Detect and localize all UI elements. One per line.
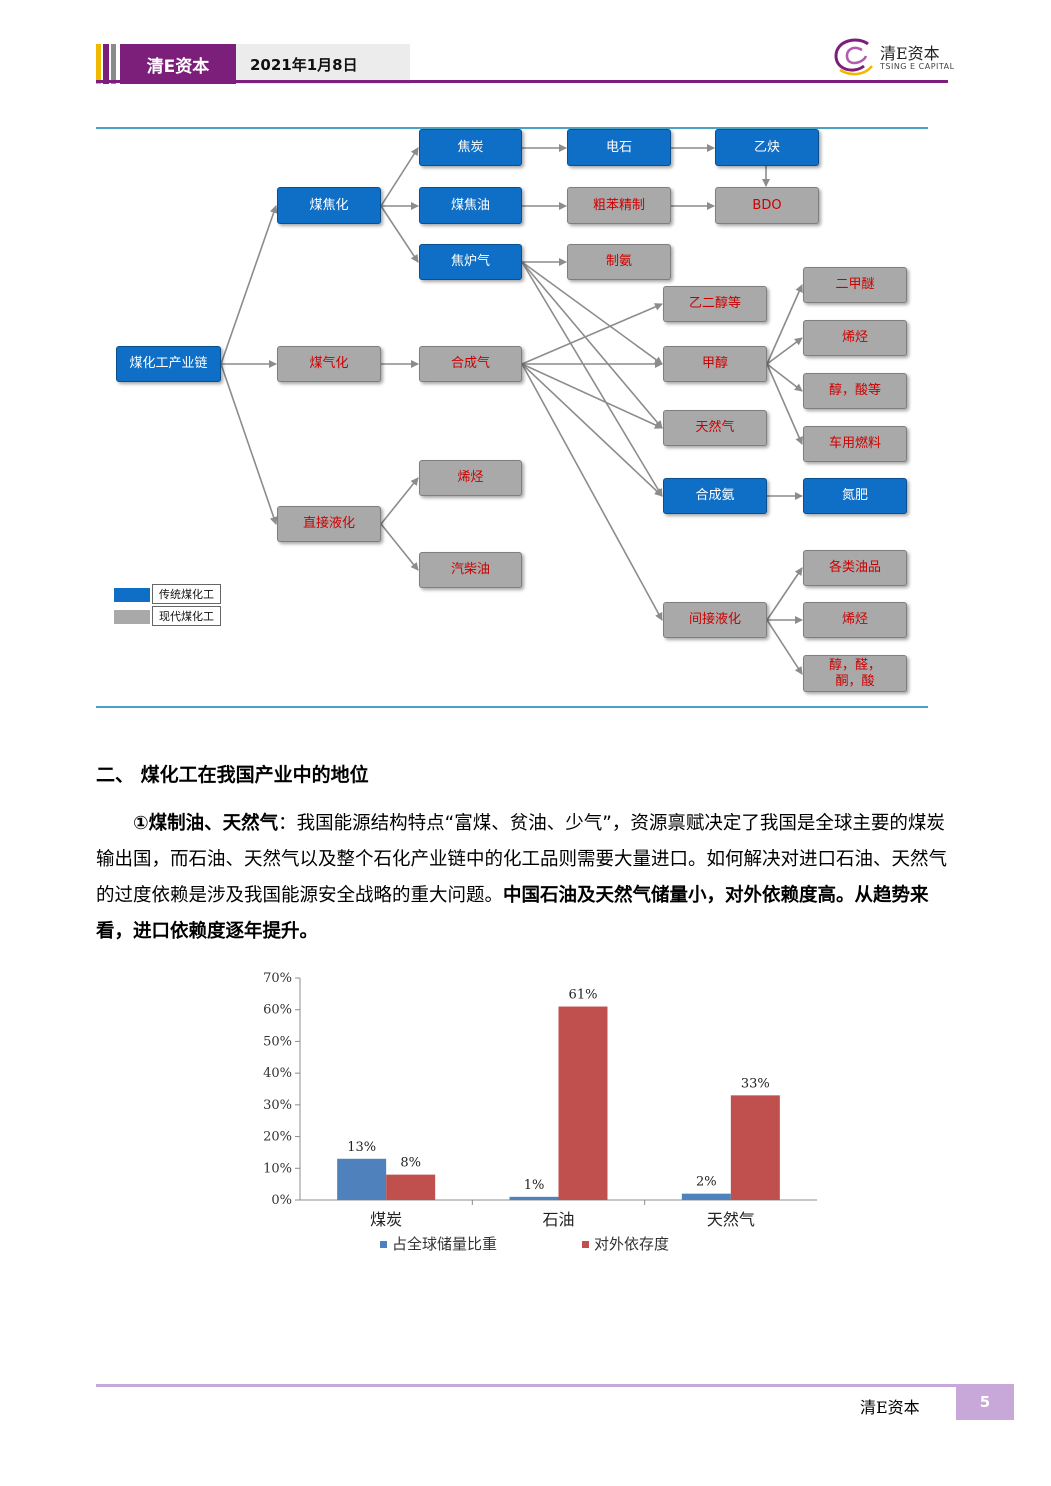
bar-import-dependence [730,1095,780,1200]
diagram-bottom-rule [96,706,928,708]
y-tick-label: 30% [263,1098,292,1113]
node-synthetic-ammonia: 合成氨 [663,478,767,514]
node-direct-liquefaction: 直接液化 [277,506,381,542]
node-gasoline-diesel: 汽柴油 [419,552,522,588]
node-acetylene: 乙炔 [715,129,819,166]
node-oils: 各类油品 [803,550,907,586]
section-title: 二、 煤化工在我国产业中的地位 [96,764,369,786]
node-coke-gas: 焦炉气 [419,244,522,280]
node-olefin-c: 烯烃 [803,602,907,638]
node-root: 煤化工产业链 [116,346,221,382]
bar-reserve-share [681,1193,731,1200]
node-olefin-b: 烯烃 [803,320,907,356]
data-label: 61% [569,988,598,1003]
logo-text: 清E资本 [880,44,940,63]
node-ammonia-prep: 制氨 [567,244,671,280]
y-tick-label: 20% [263,1130,292,1145]
legend-swatch [380,1241,387,1248]
node-olefin-a: 烯烃 [419,460,522,496]
node-glycol: 乙二醇等 [663,286,767,322]
bar-reserve-share [509,1196,559,1200]
bar-reserve-share [337,1158,387,1200]
node-coking: 煤焦化 [277,187,381,224]
bar-chart: 0% 10% 20% 30% 40% 50% 60% 70% 煤炭 13% 8% 石油 1% 61% 天然气… [263,971,817,1253]
data-label: 8% [400,1156,421,1171]
footer-rule [96,1384,956,1387]
data-label: 33% [741,1076,770,1091]
legend-swatch-modern [114,610,150,624]
node-calcium-carbide: 电石 [567,129,671,166]
company-logo: 清E资本 TSING E CAPITAL [830,36,954,78]
header-rule [96,80,948,83]
node-syngas: 合成气 [419,346,522,382]
node-fertilizer: 氮肥 [803,478,907,514]
legend-label: 对外依存度 [594,1235,669,1253]
para-lead: ①煤制油、天然气 [133,813,279,834]
legend-label-modern: 现代煤化工 [152,606,221,626]
node-indirect-liquefaction: 间接液化 [663,602,767,638]
y-tick-label: 40% [263,1066,292,1081]
footer-brand: 清E资本 [860,1398,920,1417]
y-tick-label: 50% [263,1034,292,1049]
node-coke: 焦炭 [419,129,522,166]
x-tick-label: 天然气 [707,1210,755,1229]
legend-swatch [582,1241,589,1248]
y-tick-label: 60% [263,1003,292,1018]
node-bdo: BDO [715,187,819,224]
legend-swatch-traditional [114,588,150,602]
node-alcohol-aldehyde: 醇，醛，酮，酸 [803,655,907,692]
logo-subtitle: TSING E CAPITAL [880,62,955,71]
header-date: 2021年1月8日 [236,44,410,84]
node-dme: 二甲醚 [803,267,907,303]
header-stripe-gray [111,44,116,84]
data-label: 1% [524,1178,545,1193]
diagram-legend: 传统煤化工 现代煤化工 [114,584,230,628]
para-bold: 中国石油及天然气储量小，对外依赖度高。从趋势来看，进口依赖度逐年提升。 [96,885,929,942]
page-number: 5 [956,1384,1014,1420]
node-alcohol-acid: 醇，酸等 [803,373,907,409]
section-paragraph: ①煤制油、天然气：我国能源结构特点“富煤、贫油、少气”，资源禀赋决定了我国是全球… [96,806,952,950]
header-stripe-purple [103,44,109,84]
diagram-connectors [220,144,803,675]
data-label: 13% [347,1140,376,1155]
y-tick-label: 10% [263,1161,292,1176]
node-coal-tar: 煤焦油 [419,187,522,224]
node-gasification: 煤气化 [277,346,381,382]
data-label: 2% [696,1175,717,1190]
bar-import-dependence [558,1006,608,1200]
y-tick-label: 70% [263,971,292,986]
bar-import-dependence [386,1174,436,1200]
node-vehicle-fuel: 车用燃料 [803,426,907,462]
header-brand: 清E资本 [120,44,236,84]
para-body: ：我国能源结构特点“富煤、贫油、少气”，资源禀赋决定了我国是全球主要的煤炭输出国… [96,813,948,906]
header-stripe-gold [96,44,101,84]
logo-swirl-icon [834,38,873,76]
node-crude-benzene: 粗苯精制 [567,187,671,224]
x-tick-label: 煤炭 [370,1210,402,1229]
node-methanol: 甲醇 [663,346,767,382]
x-tick-label: 石油 [542,1210,574,1229]
legend-label-traditional: 传统煤化工 [152,584,221,604]
node-natural-gas: 天然气 [663,410,767,446]
diagram-top-rule [96,127,928,129]
y-tick-label: 0% [271,1193,292,1208]
legend-label: 占全球储量比重 [392,1235,497,1253]
